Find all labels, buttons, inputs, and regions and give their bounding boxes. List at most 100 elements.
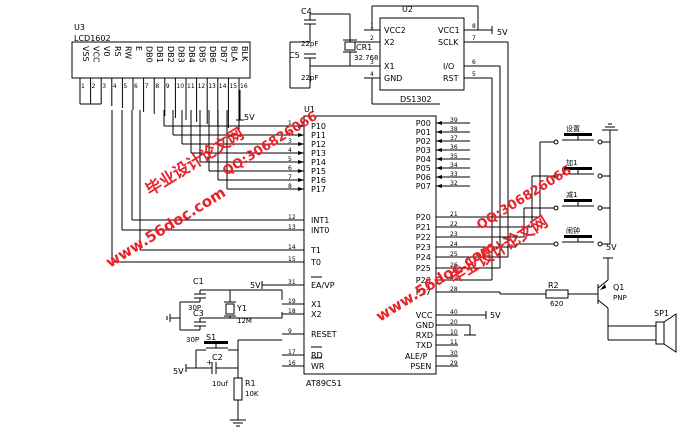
lcd-pin-number: 16 [240,83,248,90]
mcu-pin-number: 14 [288,244,296,251]
mcu-pin-number: 12 [288,214,296,221]
mcu-pin-number: 1 [288,120,292,127]
bus-wires [458,41,541,294]
mcu-pin-name: P24 [416,253,431,262]
mcu-pin-number: 31 [288,279,296,286]
mcu-vcc-supply: 5V [458,311,501,336]
rtc-pin-name: X1 [384,62,395,71]
mcu-pin-name: PSEN [410,362,431,371]
q1-ref: Q1 [613,283,624,292]
mcu-pin-number: 10 [450,329,458,336]
lcd-model: LCD1602 [74,34,111,43]
button-cap[interactable] [564,167,592,170]
mcu-pin-name: X1 [311,300,322,309]
mcu-pin-number: 38 [450,126,458,133]
mcu-body [303,115,437,375]
mcu-pin-number: 3 [288,138,292,145]
mcu-pin-name: P00 [416,119,431,128]
lcd-pin-label: E [134,46,143,51]
lcd-pin-label: DB5 [198,46,207,63]
s1-ref: S1 [206,333,216,342]
mcu-clock-circuit: C1 30P C3 30P Y1 12M [166,277,283,344]
mcu-pin-number: 27 [450,274,458,281]
rtc-pin-number: 6 [472,59,476,66]
button-cap[interactable] [564,133,592,136]
mcu-pin-name: P14 [311,158,326,167]
rtc-pin-name: I/O [443,62,454,71]
rtc-supply-label: 5V [497,28,508,37]
lcd-pin-number: 2 [92,83,96,90]
mcu-pin-name: RD [311,351,323,360]
rtc-pin-number: 2 [370,35,374,42]
reset-circuit: S1 C2 10uf R1 10K 5V + [173,333,282,427]
c1-value: 30P [188,304,201,312]
lcd-pin-label: V0 [102,46,111,57]
lcd-pin-label: DB0 [145,46,154,63]
button-label: 闹钟 [566,226,580,235]
c1-ref: C1 [193,277,204,286]
ea-supply-label: 5V [250,281,261,290]
mcu-pin-number: 37 [450,135,458,142]
mcu-pin-number: 16 [288,360,296,367]
lcd-pin-label: DB3 [176,46,185,63]
mcu-pin-name: P20 [416,213,431,222]
mcu-pin-name: P25 [416,264,431,273]
mcu-pin-name: T0 [310,258,321,267]
c3-value: 30P [186,336,199,344]
lcd-pin-label: RS [113,46,122,57]
buzzer-supply-label: 5V [606,243,617,252]
lcd-pin-number: 13 [208,83,216,90]
rtc-pin-number: 3 [370,59,374,66]
mcu-pin-name: P13 [311,149,326,158]
mcu-pin-number: 40 [450,309,458,316]
c3-ref: C3 [193,309,204,318]
mcu-pin-name: INT0 [311,226,329,235]
button-cap[interactable] [564,235,592,238]
button-label: 减1 [566,190,577,199]
s1-button-cap [204,341,228,344]
mcu-pin-number: 20 [450,319,458,326]
q1-type: PNP [613,294,627,302]
mcu-model: AT89C51 [306,379,342,388]
mcu-pin-name: P23 [416,243,431,252]
lcd-pin-number: 6 [134,83,138,90]
mcu-pin-name: EA/VP [311,281,335,290]
mcu-pin-number: 39 [450,117,458,124]
mcu-pin-number: 36 [450,144,458,151]
rtc-body [379,17,465,91]
mcu-pin-name: T1 [310,246,321,255]
mcu-pin-name: P03 [416,146,431,155]
c4-ref: C4 [301,7,312,16]
lcd-pin-number: 4 [113,83,117,90]
button-label: 设置 [566,124,580,133]
mcu-pin-number: 8 [288,183,292,190]
button-ground [602,123,618,244]
mcu-pin-name: P02 [416,137,431,146]
button-label: 加1 [566,158,577,167]
mcu-pin-name: P17 [311,185,326,194]
rtc-pin-name: GND [384,74,402,83]
mcu-pin-number: 15 [288,256,296,263]
lcd-pin-number: 12 [198,83,206,90]
mcu-pin-name: TXD [415,341,433,350]
lcd-pin-number: 11 [187,83,195,90]
lcd-module: U3 LCD1602 VSS1VCC2V03RS4RW5E6DB07DB18DB… [71,23,255,130]
y1-value: 12M [237,317,252,325]
cr1-ref: CR1 [356,43,372,52]
button-cap[interactable] [564,199,592,202]
mcu-pin-number: 13 [288,224,296,231]
cr1-value: 32.768 [354,54,379,62]
c4-value: 22pF [301,40,318,48]
mcu-pin-name: P26 [416,276,431,285]
lcd-pin-label: DB4 [187,46,196,63]
lcd-pin-label: DB1 [155,46,164,63]
mcu-pin-number: 25 [450,251,458,258]
lcd-pin-number: 15 [229,83,237,90]
lcd-supply-label: 5V [244,113,255,122]
mcu-pin-name: RXD [416,331,433,340]
mcu-pin-number: 18 [288,308,296,315]
c5-ref: C5 [289,51,300,60]
mcu-pin-number: 28 [450,286,458,293]
